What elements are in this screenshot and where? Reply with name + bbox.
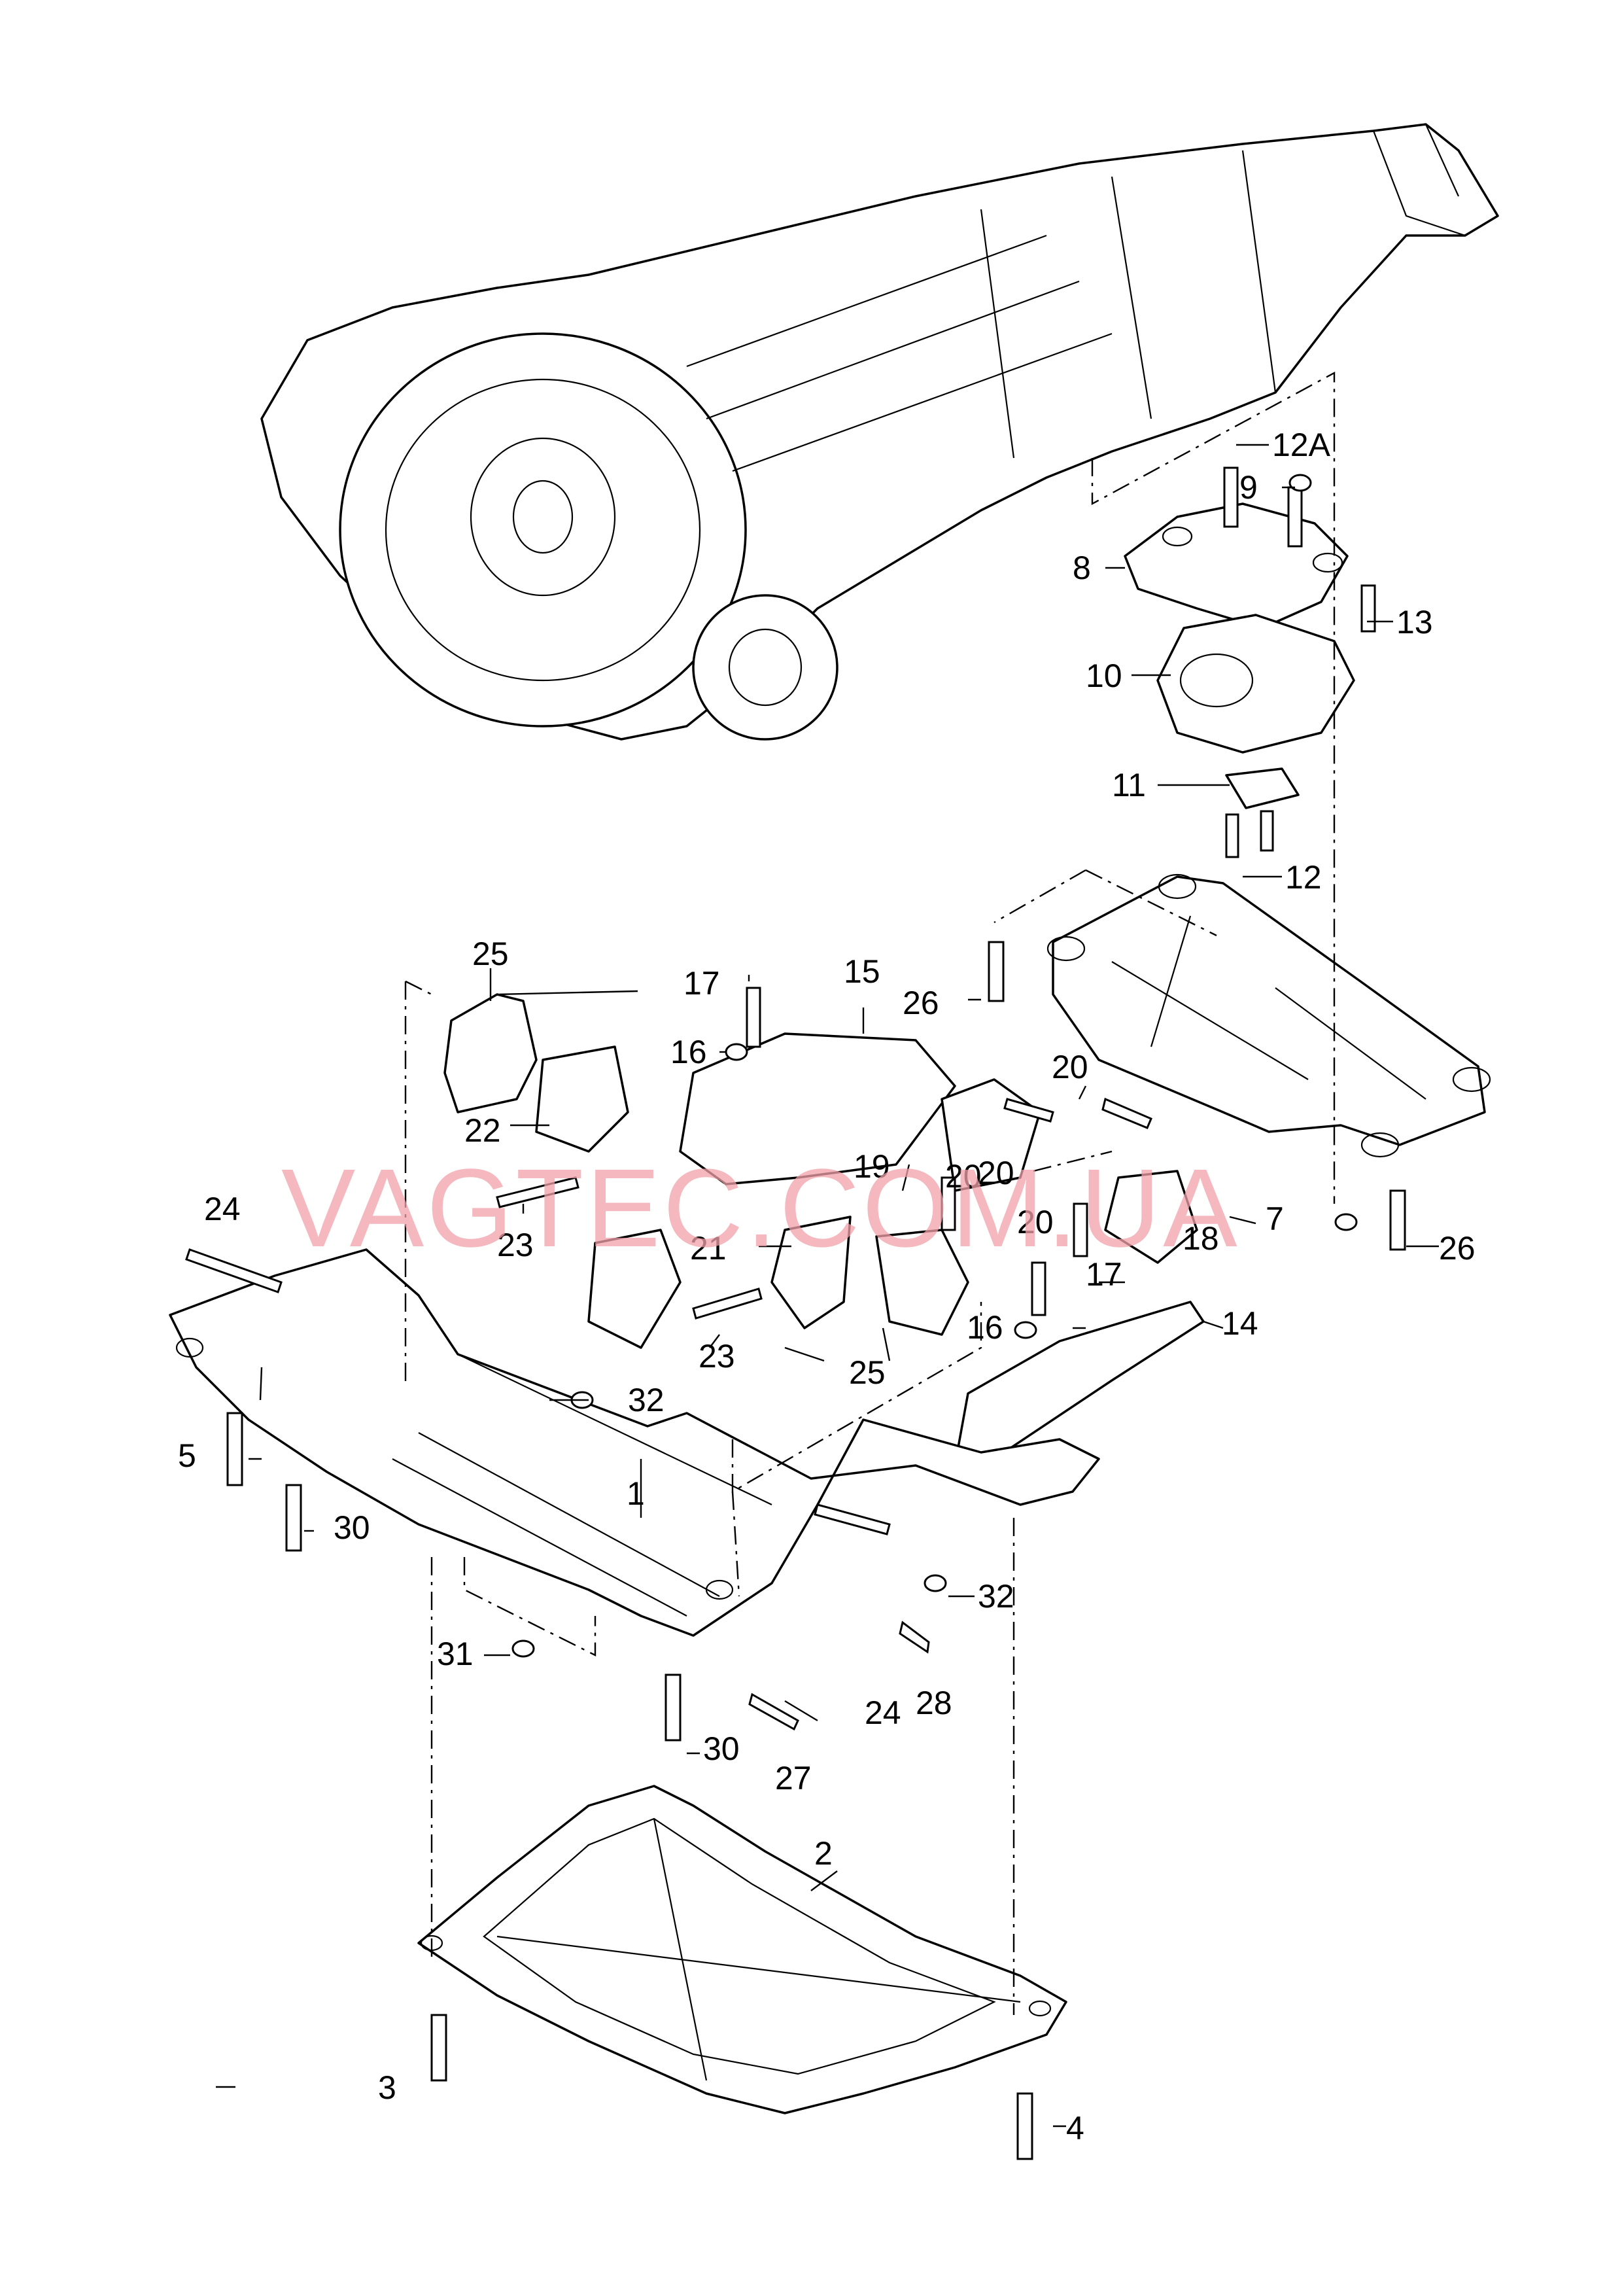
callout-10: 10 — [1086, 657, 1122, 694]
callout-15: 15 — [844, 953, 880, 990]
callout-1: 1 — [627, 1475, 645, 1512]
callout-7: 7 — [1266, 1200, 1284, 1237]
callout-32a: 32 — [628, 1382, 665, 1418]
callout-24b: 24 — [865, 1694, 901, 1731]
transmission-assembly — [260, 123, 1499, 741]
callout-labels: 1 2 3 4 5 7 8 9 10 11 12 12A 13 14 15 16… — [178, 427, 1476, 2146]
callout-20a: 20 — [1052, 1049, 1088, 1085]
watermark-text: VAGTEC.COM.UA — [281, 1146, 1240, 1270]
alignment-lines — [404, 371, 1336, 2015]
rear-subframe — [1046, 873, 1491, 1158]
callout-32b: 32 — [978, 1578, 1014, 1615]
transmission-mount-assembly — [1124, 466, 1376, 858]
callout-13: 13 — [1396, 604, 1433, 640]
callout-30a: 30 — [334, 1509, 370, 1546]
callout-28: 28 — [916, 1685, 952, 1721]
callout-17a: 17 — [683, 965, 720, 1002]
leader-lines — [216, 444, 1439, 2128]
callout-24a: 24 — [204, 1191, 241, 1227]
callout-23a: 23 — [497, 1227, 534, 1263]
callout-18: 18 — [1183, 1220, 1219, 1257]
callout-2: 2 — [814, 1835, 833, 1872]
callout-5: 5 — [178, 1437, 196, 1474]
callout-12: 12 — [1285, 859, 1322, 896]
callout-25a: 25 — [472, 936, 509, 972]
callout-8: 8 — [1073, 550, 1091, 586]
callout-31: 31 — [437, 1636, 474, 1672]
callout-20c: 20 — [1017, 1204, 1054, 1240]
callout-12a: 12A — [1272, 427, 1331, 463]
callout-21: 21 — [690, 1230, 727, 1267]
callout-26a: 26 — [903, 985, 939, 1021]
callout-27: 27 — [775, 1760, 812, 1796]
callout-19: 19 — [854, 1148, 890, 1185]
callout-20d: 20 — [945, 1158, 982, 1195]
callout-14: 14 — [1222, 1305, 1258, 1342]
callout-30b: 30 — [703, 1730, 740, 1767]
skid-plate — [417, 1785, 1067, 2114]
callout-17b: 17 — [1086, 1256, 1122, 1293]
callout-20b: 20 — [978, 1155, 1014, 1191]
callout-25b: 25 — [849, 1354, 886, 1391]
callout-16b: 16 — [967, 1309, 1003, 1346]
callout-16a: 16 — [670, 1034, 707, 1070]
bolts — [185, 474, 1406, 2160]
callout-4: 4 — [1066, 2110, 1084, 2146]
callout-3: 3 — [378, 2069, 396, 2106]
callout-22: 22 — [464, 1112, 501, 1149]
callout-11: 11 — [1112, 767, 1146, 803]
front-crossmember — [169, 1248, 1100, 1637]
callout-9: 9 — [1239, 469, 1258, 506]
callout-23b: 23 — [699, 1338, 735, 1375]
callout-26b: 26 — [1439, 1230, 1476, 1267]
